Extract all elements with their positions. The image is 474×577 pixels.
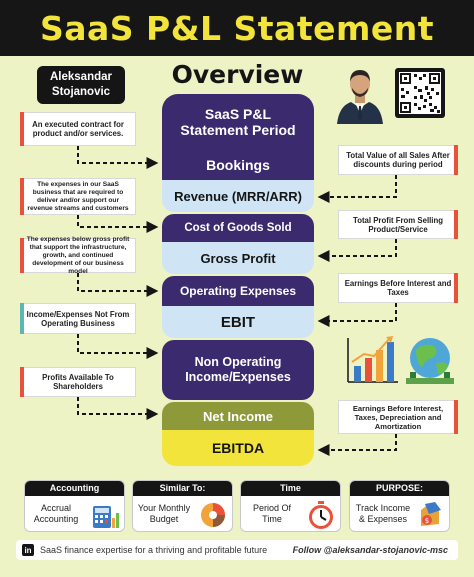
note-revenue-definition: Total Value of all Sales After discounts… — [338, 145, 458, 175]
bookings-block: Bookings — [162, 150, 314, 180]
linkedin-icon[interactable]: in — [22, 544, 34, 556]
card-accounting-line1: Accrual — [40, 503, 71, 513]
note-cogs-text: The expenses in our SaaS business that a… — [27, 180, 129, 212]
author-badge: Aleksandar Stojanovic — [37, 66, 125, 104]
ebitda-block: EBITDA — [162, 430, 314, 466]
opex-label: Operating Expenses — [179, 284, 297, 298]
ebit-label: EBIT — [220, 313, 256, 331]
qr-code[interactable] — [395, 68, 445, 118]
card-purpose-line1: Track Income — [355, 503, 411, 513]
note-ebit-definition: Earnings Before Interest and Taxes — [338, 273, 458, 303]
non-operating-block: Non Operating Income/Expenses — [162, 340, 314, 400]
note-ebitda-definition: Earnings Before Interest, Taxes, Depreci… — [338, 400, 458, 434]
footer-bar: in SaaS finance expertise for a thriving… — [16, 540, 458, 560]
non-operating-line2: Income/Expenses — [185, 370, 291, 384]
note-opex-text: The expenses below gross profit that sup… — [26, 235, 130, 275]
card-accounting-title: Accounting — [25, 481, 124, 496]
note-non-operating-text: Income/Expenses Not From Operating Busin… — [26, 309, 130, 328]
card-time-title: Time — [241, 481, 340, 496]
card-similar-to-title: Similar To: — [133, 481, 232, 496]
statement-period-line1: SaaS P&L — [204, 106, 272, 122]
note-revenue-text: Total Value of all Sales After discounts… — [346, 151, 450, 169]
revenue-label: Revenue (MRR/ARR) — [174, 188, 302, 204]
card-similar-to-body: Your Monthly Budget — [136, 503, 192, 525]
card-accounting: Accounting Accrual Accounting — [24, 480, 125, 532]
statement-period-line2: Statement Period — [180, 122, 296, 138]
ebit-block: EBIT — [162, 306, 314, 338]
svg-text:$: $ — [425, 517, 429, 525]
card-accounting-body: Accrual Accounting — [28, 503, 84, 525]
note-gross-profit-definition: Total Profit From Selling Product/Servic… — [338, 210, 458, 239]
gross-profit-label: Gross Profit — [200, 250, 276, 266]
revenue-block: Revenue (MRR/ARR) — [162, 180, 314, 212]
note-ebitda-text: Earnings Before Interest, Taxes, Depreci… — [352, 403, 444, 431]
note-bookings-text: An executed contract for product and/or … — [32, 120, 124, 138]
overview-heading: Overview — [171, 60, 304, 89]
header-bar: SaaS P&L Statement — [0, 0, 474, 56]
note-opex-definition: The expenses below gross profit that sup… — [20, 235, 136, 275]
growth-chart-icon — [347, 336, 454, 384]
pie-chart-icon — [201, 503, 225, 527]
card-purpose-body: Track Income & Expenses — [353, 503, 413, 525]
cogs-label: Cost of Goods Sold — [184, 222, 292, 234]
card-purpose-title: PURPOSE: — [350, 481, 449, 496]
opex-block: Operating Expenses — [162, 276, 314, 306]
card-similar-to-line1: Your Monthly — [137, 503, 191, 513]
note-bookings-definition: An executed contract for product and/or … — [20, 112, 136, 146]
cogs-block: Cost of Goods Sold — [162, 214, 314, 242]
stopwatch-icon — [309, 501, 333, 529]
net-income-block: Net Income — [162, 402, 314, 430]
statement-period-block: SaaS P&L Statement Period — [162, 94, 314, 150]
bookings-label: Bookings — [206, 157, 270, 173]
card-accounting-line2: Accounting — [33, 514, 79, 524]
calculator-icon — [93, 506, 119, 528]
avatar — [333, 62, 387, 124]
card-time-body: Period Of Time — [244, 503, 300, 525]
footer-tagline: SaaS finance expertise for a thriving an… — [40, 545, 268, 555]
card-purpose-line2: & Expenses — [358, 514, 408, 524]
card-similar-to-line2: Budget — [149, 514, 179, 524]
gross-profit-block: Gross Profit — [162, 242, 314, 274]
note-non-operating-definition: Income/Expenses Not From Operating Busin… — [20, 303, 136, 334]
ebitda-label: EBITDA — [211, 440, 265, 456]
note-cogs-definition: The expenses in our SaaS business that a… — [20, 178, 136, 215]
author-last-name: Stojanovic — [51, 86, 111, 98]
note-ebit-text: Earnings Before Interest and Taxes — [344, 279, 452, 297]
page-title: SaaS P&L Statement — [39, 8, 435, 48]
card-similar-to: Similar To: Your Monthly Budget — [132, 480, 233, 532]
card-time-line2: Time — [262, 514, 282, 524]
money-bag-icon: $ — [421, 502, 441, 526]
author-first-name: Aleksandar — [49, 71, 112, 83]
card-purpose: PURPOSE: Track Income & Expenses $ — [349, 480, 450, 532]
qr-code-icon — [400, 73, 440, 113]
note-net-income-definition: Profits Available To Shareholders — [20, 367, 136, 397]
note-net-income-text: Profits Available To Shareholders — [42, 373, 114, 391]
net-income-label: Net Income — [202, 408, 274, 424]
note-gross-profit-text: Total Profit From Selling Product/Servic… — [353, 215, 443, 234]
non-operating-line1: Non Operating — [194, 355, 282, 369]
card-time: Time Period Of Time — [240, 480, 341, 532]
card-time-line1: Period Of — [252, 503, 292, 513]
person-icon — [337, 70, 383, 124]
follow-link[interactable]: Follow @aleksandar-stojanovic-msc — [292, 545, 448, 555]
